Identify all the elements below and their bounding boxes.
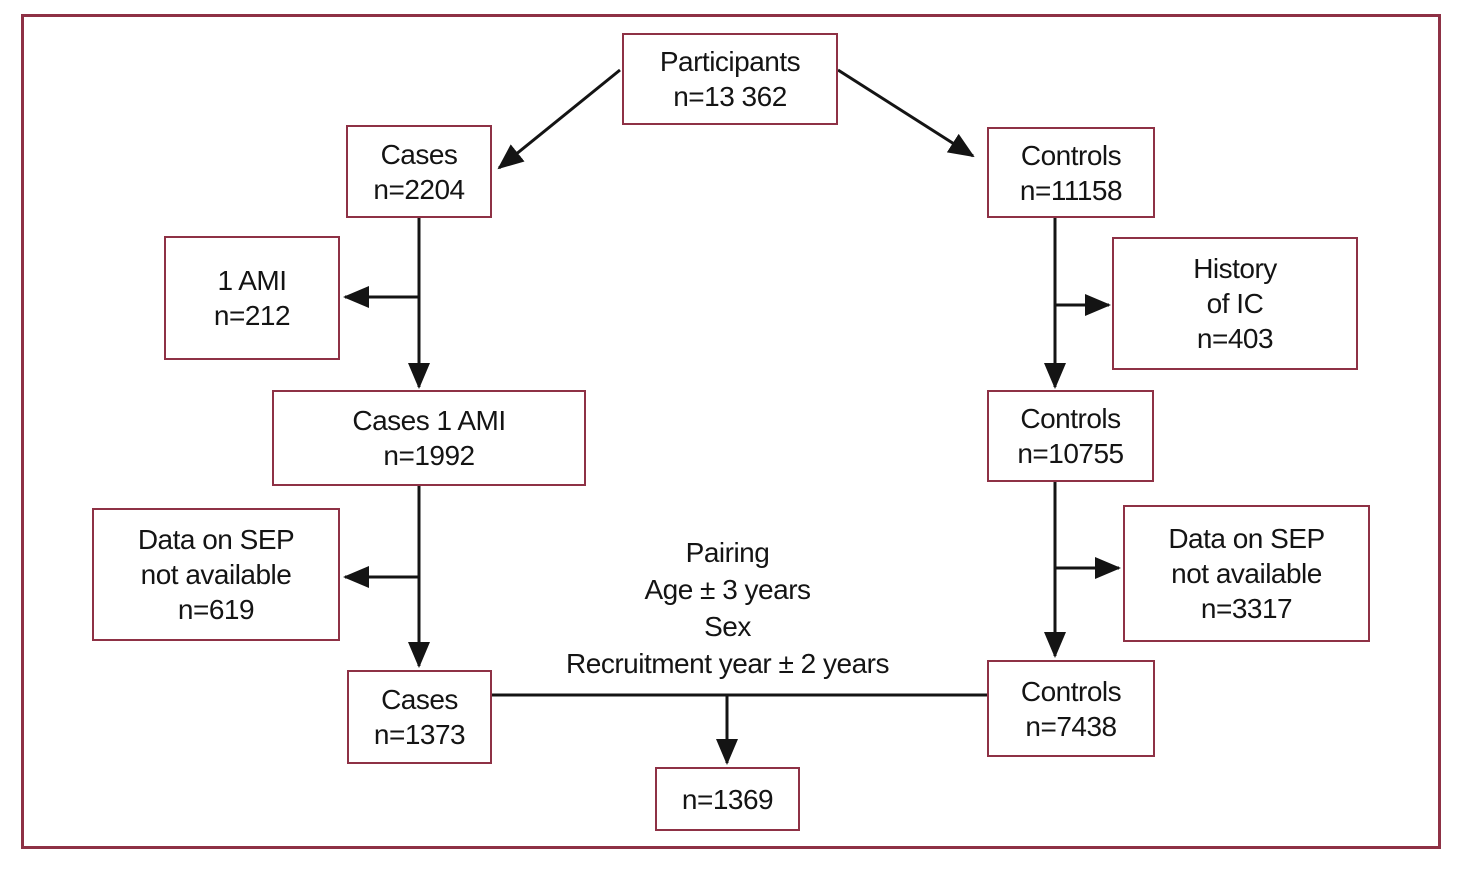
sep-left-count: n=619: [177, 594, 255, 625]
sep-left-label-2: not available: [140, 559, 292, 590]
history-ic-box: History of IC n=403: [1112, 237, 1358, 370]
controls-final-count: n=7438: [1025, 710, 1117, 742]
history-ic-count: n=403: [1196, 323, 1274, 354]
pairing-note-line-3: Sex: [704, 611, 751, 642]
cases-one-ami-count: n=1992: [383, 440, 475, 471]
participants-count: n=13 362: [673, 81, 787, 112]
one-ami-label: 1 AMI: [217, 265, 287, 296]
cases-one-ami-box: Cases 1 AMI n=1992: [272, 390, 586, 486]
controls-label: Controls: [1020, 139, 1122, 171]
pairing-note-line-2: Age ± 3 years: [644, 574, 811, 605]
cases-one-ami-label: Cases 1 AMI: [352, 405, 506, 436]
one-ami-count: n=212: [213, 300, 291, 331]
cases-box: Cases n=2204: [346, 125, 492, 218]
controls-after-ic-label: Controls: [1020, 403, 1121, 434]
one-ami-box: 1 AMI n=212: [164, 236, 340, 360]
participants-box: Participants n=13 362: [622, 33, 838, 125]
sep-right-count: n=3317: [1200, 593, 1293, 624]
cases-final-box: Cases n=1373: [347, 670, 492, 764]
controls-after-ic-box: Controls n=10755: [987, 390, 1154, 482]
sep-right-label-1: Data on SEP: [1168, 523, 1325, 554]
controls-after-ic-count: n=10755: [1017, 438, 1124, 469]
history-ic-label-1: History: [1193, 253, 1277, 284]
history-ic-label-2: of IC: [1206, 288, 1264, 319]
pairing-note: Pairing Age ± 3 years Sex Recruitment ye…: [455, 534, 1000, 682]
participants-label: Participants: [659, 46, 801, 77]
cases-final-label: Cases: [381, 684, 458, 715]
cases-final-count: n=1373: [373, 719, 466, 750]
paired-count: n=1369: [681, 783, 774, 815]
cases-label: Cases: [380, 138, 458, 170]
paired-box: n=1369: [655, 767, 800, 831]
pairing-note-line-1: Pairing: [685, 537, 770, 568]
controls-final-label: Controls: [1020, 675, 1122, 707]
sep-left-box: Data on SEP not available n=619: [92, 508, 340, 641]
figure-border: [21, 14, 1441, 849]
controls-box: Controls n=11158: [987, 127, 1155, 218]
pairing-note-line-4: Recruitment year ± 2 years: [566, 648, 889, 679]
sep-left-label-1: Data on SEP: [137, 524, 295, 555]
controls-count: n=11158: [1019, 174, 1123, 206]
sep-right-label-2: not available: [1171, 558, 1322, 589]
cases-count: n=2204: [373, 173, 465, 205]
sep-right-box: Data on SEP not available n=3317: [1123, 505, 1370, 642]
controls-final-box: Controls n=7438: [987, 660, 1155, 757]
